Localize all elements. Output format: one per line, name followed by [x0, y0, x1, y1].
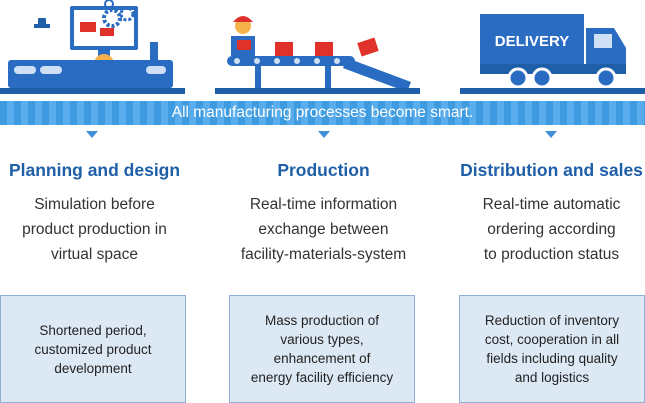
column-description-distribution: Real-time automatic ordering according t… [444, 192, 645, 267]
description-line: to production status [483, 246, 620, 263]
box-line: Reduction of inventory [484, 313, 620, 328]
column-title-distribution: Distribution and sales [460, 160, 643, 180]
description-line: exchange between [258, 221, 389, 238]
description-line: Simulation before [34, 196, 155, 213]
column-description-planning: Simulation before product production in … [0, 192, 202, 267]
box-line: enhancement of [273, 351, 371, 366]
box-line: Shortened period, [39, 322, 147, 338]
description-line: virtual space [50, 246, 138, 263]
box-line: customized product [34, 341, 152, 357]
banner-text: All manufacturing processes become smart… [171, 104, 474, 121]
box-line: and logistics [514, 370, 590, 385]
column-description-production: Real-time information exchange between f… [216, 192, 431, 267]
outcome-box-planning: Shortened period, customized product dev… [0, 295, 186, 403]
banner [0, 101, 645, 125]
description-line: ordering according [487, 221, 616, 238]
down-arrow-icon [545, 131, 557, 138]
outcome-box-distribution: Reduction of inventory cost, cooperation… [459, 295, 645, 403]
box-line: energy facility efficiency [250, 370, 394, 385]
down-arrow-icon [318, 131, 330, 138]
box-line: Mass production of [264, 313, 380, 328]
box-line: development [54, 360, 132, 376]
planning-illustration-icon [0, 0, 185, 94]
outcome-box-production: Mass production of various types, enhanc… [229, 295, 415, 403]
delivery-truck-illustration-icon: DELIVERY [460, 14, 645, 94]
truck-label: DELIVERY [495, 33, 569, 50]
box-line: fields including quality [486, 351, 618, 366]
production-line-illustration-icon [215, 16, 420, 94]
box-line: various types, [280, 332, 364, 347]
box-line: cost, cooperation in all [484, 332, 620, 347]
description-line: Real-time information [249, 196, 398, 213]
column-title-production: Production [277, 160, 370, 180]
column-title-planning: Planning and design [8, 160, 181, 180]
description-line: facility-materials-system [240, 246, 407, 263]
down-arrow-icon [86, 131, 98, 138]
description-line: Real-time automatic [482, 196, 621, 213]
description-line: product production in [22, 221, 167, 238]
